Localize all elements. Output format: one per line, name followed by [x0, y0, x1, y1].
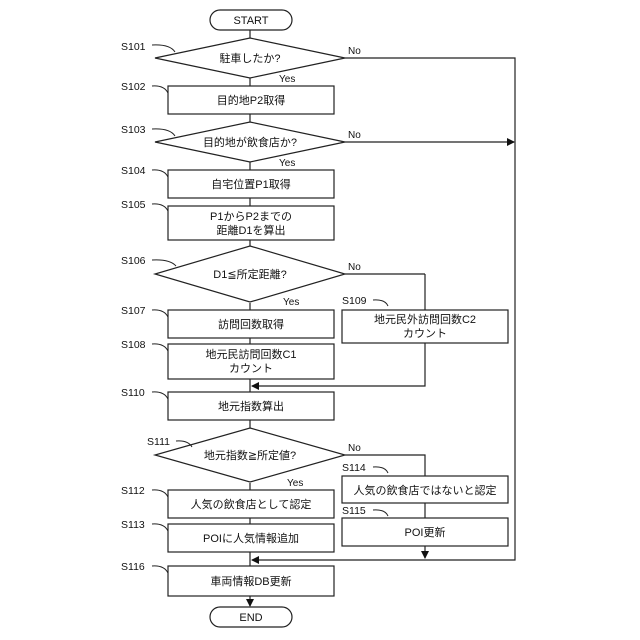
step-s101-text: 駐車したか?: [219, 51, 280, 65]
leader-s102: [152, 86, 168, 93]
step-s103: 目的地が飲食店か?: [155, 122, 345, 162]
label-s114: S114: [342, 462, 366, 474]
leader-s116: [152, 566, 168, 573]
label-s113: S113: [121, 519, 145, 531]
end-terminal: END: [210, 607, 292, 627]
step-s111-text: 地元指数≧所定値?: [204, 448, 296, 462]
step-s109-text-line1: 地元民外訪問回数C2: [374, 312, 476, 326]
s103-yes-label: Yes: [279, 158, 295, 169]
leader-s107: [152, 310, 168, 317]
label-s101: S101: [121, 41, 146, 53]
step-s114-text: 人気の飲食店ではないと認定: [354, 483, 497, 497]
step-s106: D1≦所定距離?: [155, 246, 345, 302]
step-s108-text-line2: カウント: [229, 362, 273, 375]
step-s105: P1からP2までの 距離D1を算出: [168, 206, 334, 240]
step-s107-text: 訪問回数取得: [218, 317, 284, 331]
label-s106: S106: [121, 255, 146, 267]
label-s104: S104: [121, 165, 146, 177]
s111-no-label: No: [348, 443, 361, 454]
start-label: START: [233, 15, 268, 27]
leader-s115: [373, 510, 388, 516]
step-s113: POIに人気情報追加: [168, 524, 334, 552]
step-s110-text: 地元指数算出: [218, 399, 284, 413]
label-s116: S116: [121, 561, 145, 573]
label-s105: S105: [121, 199, 146, 211]
step-s101: 駐車したか?: [155, 38, 345, 78]
step-s115-text: POI更新: [405, 525, 446, 539]
step-s112: 人気の飲食店として認定: [168, 490, 334, 518]
label-s107: S107: [121, 305, 146, 317]
leader-s106: [152, 260, 176, 266]
step-s106-text: D1≦所定距離?: [213, 267, 286, 281]
leader-s114: [373, 467, 388, 473]
s101-no-label: No: [348, 46, 361, 57]
step-s112-text: 人気の飲食店として認定: [191, 497, 312, 511]
step-s116-text: 車両情報DB更新: [210, 574, 291, 588]
end-label: END: [239, 612, 262, 624]
leader-s105: [152, 204, 168, 211]
label-s111: S111: [147, 436, 170, 448]
step-s104-text: 自宅位置P1取得: [211, 177, 290, 191]
step-s104: 自宅位置P1取得: [168, 170, 334, 198]
leader-s112: [152, 490, 168, 497]
step-s107: 訪問回数取得: [168, 310, 334, 338]
label-s108: S108: [121, 339, 146, 351]
step-s113-text: POIに人気情報追加: [203, 531, 299, 545]
label-s103: S103: [121, 124, 146, 136]
leader-s108: [152, 344, 168, 351]
step-s105-text-line1: P1からP2までの: [210, 210, 292, 223]
step-s109-text-line2: カウント: [403, 327, 447, 340]
label-s112: S112: [121, 485, 145, 497]
s106-no-label: No: [348, 262, 361, 273]
step-s109: 地元民外訪問回数C2 カウント: [342, 310, 508, 343]
step-s102: 目的地P2取得: [168, 86, 334, 114]
step-s114: 人気の飲食店ではないと認定: [342, 476, 508, 503]
s103-no-label: No: [348, 130, 361, 141]
step-s115: POI更新: [342, 518, 508, 546]
leader-s110: [152, 392, 168, 399]
leader-s101: [152, 45, 175, 52]
leader-s103: [152, 129, 175, 136]
leader-s104: [152, 170, 168, 177]
leader-s109: [373, 300, 388, 306]
s101-yes-label: Yes: [279, 74, 295, 85]
step-s105-text-line2: 距離D1を算出: [216, 223, 285, 237]
label-s115: S115: [342, 505, 366, 517]
step-s108-text-line1: 地元民訪問回数C1: [205, 347, 296, 361]
start-terminal: START: [210, 10, 292, 30]
label-s102: S102: [121, 81, 146, 93]
leader-s113: [152, 524, 168, 531]
label-s109: S109: [342, 295, 367, 307]
step-s103-text: 目的地が飲食店か?: [203, 135, 297, 149]
step-s111: 地元指数≧所定値?: [155, 428, 345, 482]
s111-yes-label: Yes: [287, 478, 303, 489]
step-s108: 地元民訪問回数C1 カウント: [168, 344, 334, 379]
label-s110: S110: [121, 387, 145, 399]
s106-yes-label: Yes: [283, 297, 299, 308]
step-s102-text: 目的地P2取得: [217, 93, 285, 107]
step-s116: 車両情報DB更新: [168, 566, 334, 596]
step-s110: 地元指数算出: [168, 392, 334, 420]
